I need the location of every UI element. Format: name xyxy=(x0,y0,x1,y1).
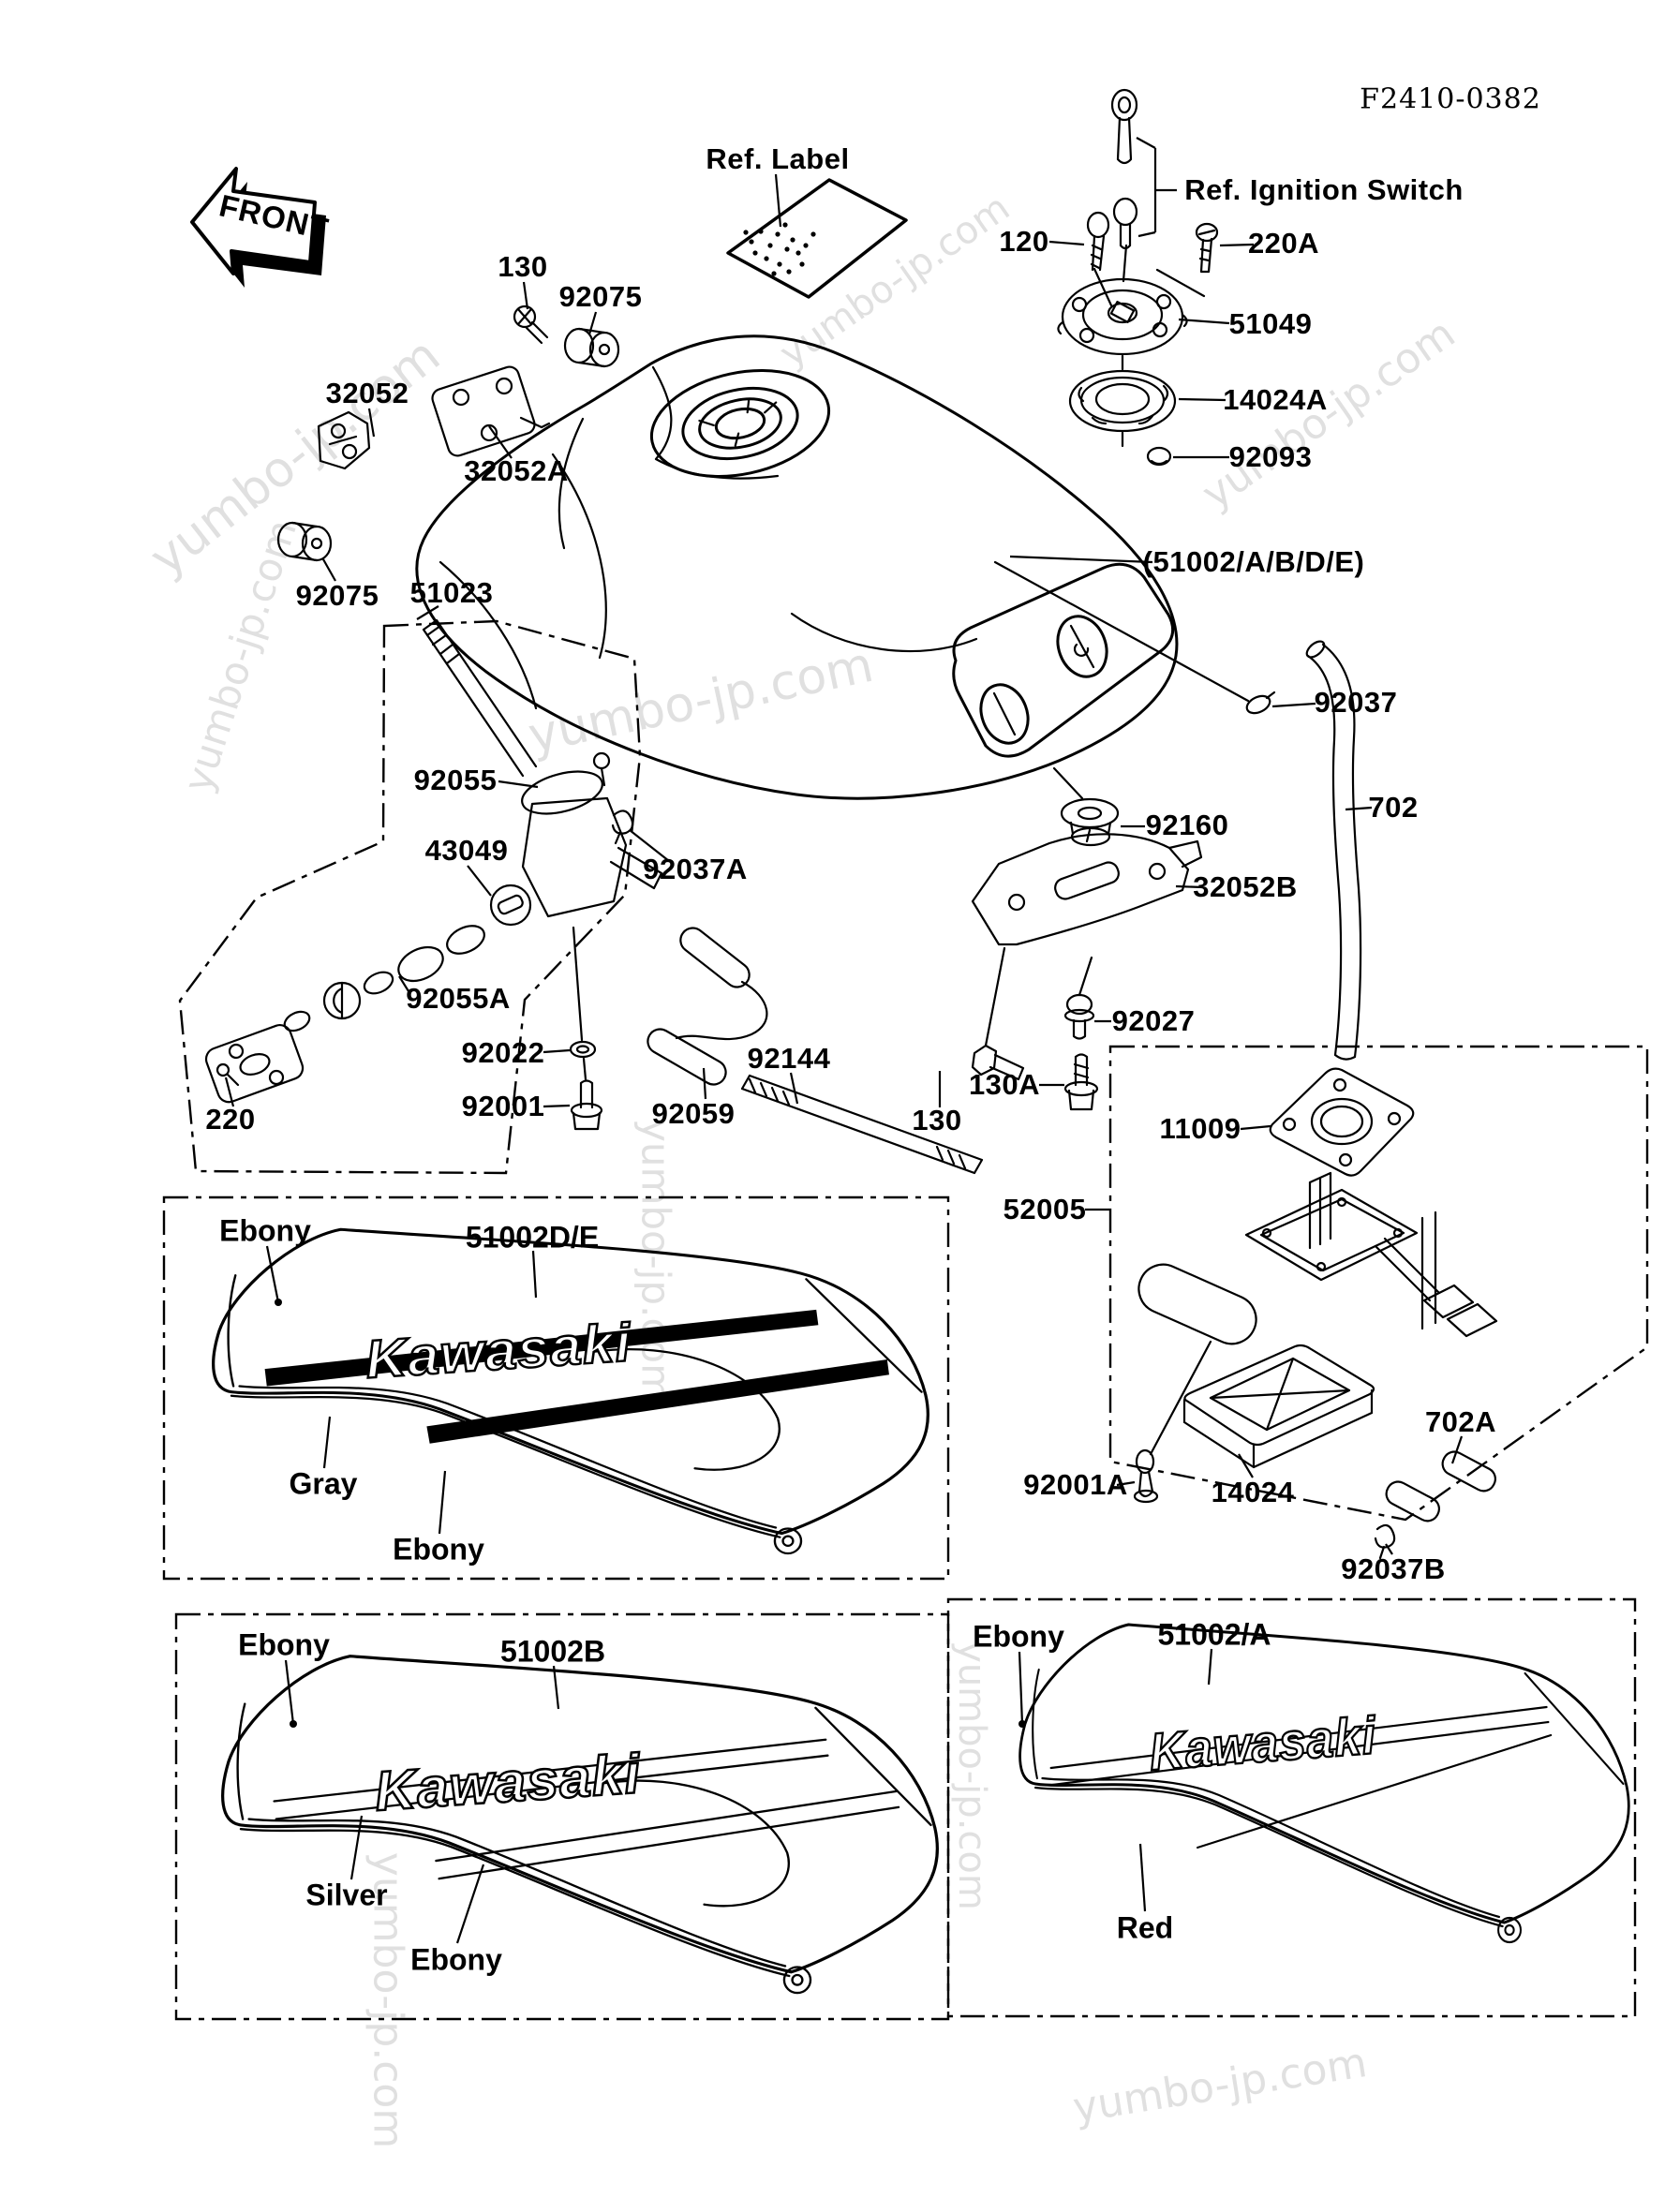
part-label-130-b: 130 xyxy=(912,1104,962,1136)
part-label-14024: 14024 xyxy=(1211,1476,1295,1508)
part-label-702A: 702A xyxy=(1424,1405,1497,1438)
part-label-92160: 92160 xyxy=(1145,809,1229,841)
variant-tank-3: Kawasaki xyxy=(1018,1623,1630,1944)
part-label-92037A: 92037A xyxy=(643,853,748,885)
part-label-ref-ignition-switch: Ref. Ignition Switch xyxy=(1184,173,1464,206)
color-label-silver: Silver xyxy=(305,1878,388,1912)
color-label-ebony: Ebony xyxy=(238,1627,330,1662)
variant-box-1 xyxy=(162,1196,950,1581)
petcock-51023-box xyxy=(178,619,642,1175)
part-label-702: 702 xyxy=(1368,791,1419,824)
part-label-51023: 51023 xyxy=(409,576,494,609)
part-label-92022: 92022 xyxy=(461,1036,545,1069)
color-label-gray: Gray xyxy=(289,1466,358,1501)
dash-boxes xyxy=(162,619,1649,2021)
part-label-220: 220 xyxy=(205,1103,256,1136)
variant-tank-1: Kawasaki xyxy=(212,1227,929,1555)
stud-and-bolts-drawing xyxy=(740,946,1099,1175)
color-label-red: Red xyxy=(1116,1910,1174,1945)
color-label-ebony: Ebony xyxy=(973,1619,1064,1654)
color-label-ebony: Ebony xyxy=(219,1213,311,1248)
bracket-32052B-drawing xyxy=(971,828,1203,946)
variant-box-2 xyxy=(174,1612,950,2021)
variant-box-3 xyxy=(946,1597,1637,2018)
part-label-92093: 92093 xyxy=(1228,440,1313,473)
grommet-92160-drawing xyxy=(1060,797,1120,847)
part-label-92037B: 92037B xyxy=(1341,1552,1446,1585)
part-label-92037: 92037 xyxy=(1314,686,1398,719)
figure-code: F2410-0382 xyxy=(1360,82,1541,116)
part-label-92075-a: 92075 xyxy=(558,280,643,313)
part-label-14024A: 14024A xyxy=(1223,383,1328,416)
part-label-92001A: 92001A xyxy=(1023,1468,1128,1501)
part-label-52005: 52005 xyxy=(1003,1193,1087,1225)
variant-part-no: 51002D/E xyxy=(465,1220,600,1255)
vent-hose-702-drawing xyxy=(993,560,1362,1061)
part-label-92144: 92144 xyxy=(747,1042,831,1075)
variant-part-no: 51002/A xyxy=(1157,1617,1271,1652)
part-label-32052B: 32052B xyxy=(1193,870,1298,903)
part-label-92027: 92027 xyxy=(1111,1004,1196,1037)
variant-tank-2: Kawasaki xyxy=(221,1655,939,1995)
ref-label-plate-drawing xyxy=(726,178,908,299)
part-label-92055A: 92055A xyxy=(406,982,511,1015)
tank-mount-parts-drawing xyxy=(276,304,620,562)
front-arrow-icon: FRONT xyxy=(190,167,333,288)
bolt-92027-drawing xyxy=(1063,956,1095,1040)
part-label-130-a: 130 xyxy=(498,250,548,283)
part-label-92001: 92001 xyxy=(461,1090,545,1122)
kawasaki-logo: Kawasaki xyxy=(373,1742,644,1822)
part-label-130A: 130A xyxy=(968,1068,1041,1101)
part-label-92075-b: 92075 xyxy=(295,579,379,612)
kawasaki-logo: Kawasaki xyxy=(364,1314,634,1390)
fuel-gauge-52005-box xyxy=(1108,1045,1649,1522)
part-label-51002-group: (51002/A/B/D/E) xyxy=(1142,545,1365,578)
part-label-51049: 51049 xyxy=(1228,307,1313,340)
variant-part-no: 51002B xyxy=(499,1634,606,1669)
fuel-gauge-52005-drawing xyxy=(1133,1067,1498,1560)
part-label-32052: 32052 xyxy=(325,377,409,409)
part-label-11009: 11009 xyxy=(1159,1112,1241,1145)
leader-lines xyxy=(224,137,1464,1944)
part-label-120: 120 xyxy=(999,225,1049,258)
ignition-switch-drawing xyxy=(1057,88,1219,467)
kawasaki-logo: Kawasaki xyxy=(1148,1706,1378,1782)
part-label-220A: 220A xyxy=(1247,227,1320,260)
part-label-32052A: 32052A xyxy=(464,454,569,487)
petcock-drawing xyxy=(204,618,663,1131)
color-label-ebony: Ebony xyxy=(410,1942,502,1977)
part-label-92059: 92059 xyxy=(651,1097,736,1130)
fuel-tank-drawing xyxy=(415,334,1179,800)
fuel-hoses-92059-drawing xyxy=(647,927,768,1086)
part-label-43049: 43049 xyxy=(424,834,509,867)
part-label-92055: 92055 xyxy=(413,764,498,796)
part-label-ref-label: Ref. Label xyxy=(706,142,850,175)
color-label-ebony: Ebony xyxy=(393,1532,484,1567)
